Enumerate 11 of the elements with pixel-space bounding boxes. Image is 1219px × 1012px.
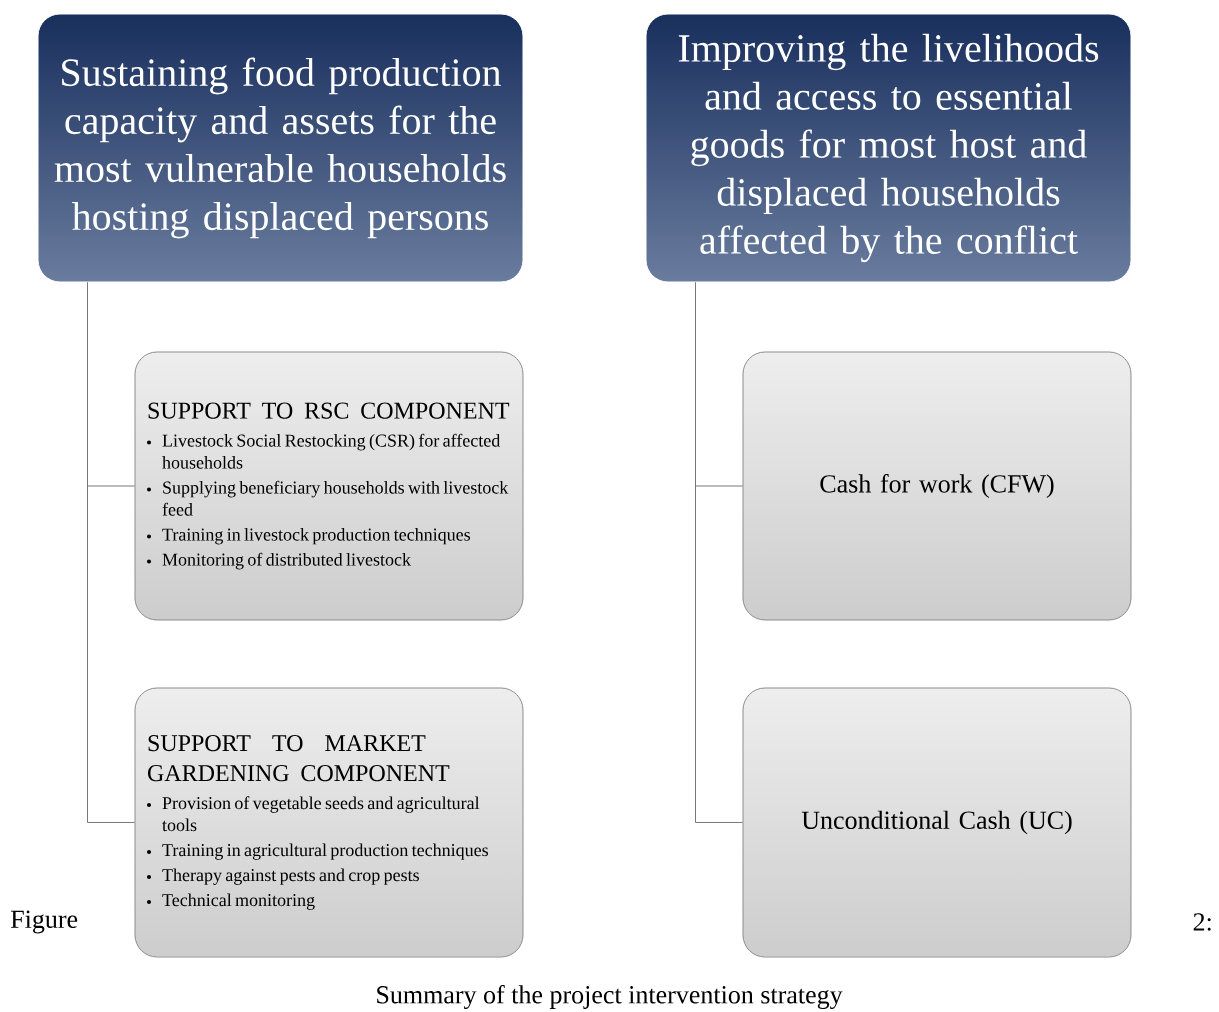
figure-label: 2: [1193,913,1211,931]
content-box: SUPPORT TO MARKET GARDENING COMPONENT Provision of vegetable seeds and agricultural tools Training in agricultural production techniques Therapy against pests and crop pests Technical monitoring [134,687,524,958]
title-box: Sustaining food production capacity and assets for the most vulnerable households hosting displaced persons [37,13,524,283]
title-box: Improving the livelihoods and access to essential goods for most host and displaced households affected by the conflict [645,13,1132,283]
content-box: SUPPORT TO RSC COMPONENT Livestock Social Restocking (CSR) for affected households Supplying beneficiary households with livestock feed Training in livestock production techniques Monitoring of distributed livestock [134,351,524,621]
figure-label: Figure [10,910,78,934]
elbow-connector [87,282,135,823]
caption: Summary of the project intervention strategy [377,985,843,1009]
content-box: Unconditional Cash (UC) [742,687,1132,958]
elbow-connector [695,282,743,823]
content-box: Cash for work (CFW) [742,351,1132,621]
